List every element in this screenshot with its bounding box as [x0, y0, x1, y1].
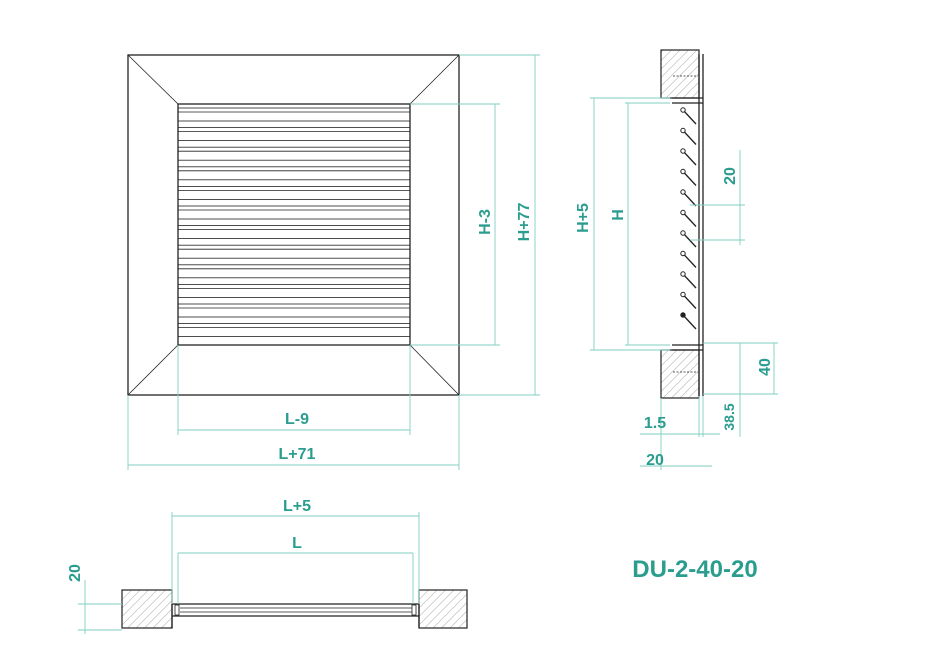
- front-blade: [177, 166, 411, 181]
- front-blades: [177, 107, 411, 338]
- side-blade-pivot: [680, 209, 686, 216]
- frame-bevel-tr: [409, 54, 460, 105]
- side-blade-pivot: [680, 189, 686, 195]
- side-blade: [682, 171, 697, 186]
- front-blade: [177, 205, 411, 220]
- front-blade: [177, 107, 411, 122]
- side-blade-pivot: [680, 250, 686, 257]
- wall-section-bottom: [660, 349, 700, 399]
- side-blade: [682, 273, 697, 289]
- front-blade: [177, 146, 411, 161]
- side-blade: [682, 232, 697, 248]
- side-blade-pivot: [680, 271, 686, 277]
- side-blade: [682, 253, 697, 268]
- front-dimensions: [127, 54, 540, 470]
- side-blade-pivot: [680, 312, 686, 318]
- dim-thickness: 1.5: [644, 415, 666, 432]
- wall-section-right: [418, 589, 468, 629]
- dim-outer-width: L+71: [279, 446, 316, 463]
- side-blade-pivot: [680, 127, 686, 134]
- dim-frame-depth: 38.5: [721, 403, 737, 430]
- side-blade-pivot: [680, 168, 686, 175]
- front-blade: [177, 283, 411, 298]
- bottom-view: [121, 589, 468, 629]
- side-blade: [682, 212, 697, 227]
- inner-opening: [177, 103, 411, 346]
- dim-opening-height: H+5: [575, 203, 592, 233]
- dim-width: L: [292, 535, 302, 552]
- front-blade: [177, 127, 411, 141]
- dim-inner-height: H-3: [477, 209, 494, 235]
- dim-depth: 20: [646, 452, 664, 469]
- frame-bevel-br: [409, 344, 460, 396]
- side-blade-pivot: [680, 230, 686, 236]
- front-blade: [177, 323, 411, 338]
- dim-blade-pitch: 20: [722, 167, 739, 185]
- front-blade: [177, 185, 411, 200]
- side-blade: [682, 191, 697, 207]
- outer-frame: [127, 54, 460, 396]
- front-blade: [177, 244, 411, 259]
- front-view: [127, 54, 460, 396]
- side-blade: [682, 294, 697, 309]
- dim-bottom-depth: 20: [67, 564, 84, 582]
- frame-bevel-bl: [127, 344, 179, 396]
- front-blade: [177, 303, 411, 318]
- front-blade: [177, 225, 411, 240]
- model-code: DU-2-40-20: [632, 556, 757, 583]
- side-blade: [682, 150, 697, 166]
- side-blade: [682, 314, 697, 330]
- screw-right: [411, 604, 417, 616]
- side-view: [660, 49, 704, 399]
- side-blades: [680, 107, 697, 330]
- bottom-dimensions: [78, 512, 420, 634]
- dim-outer-height: H+77: [516, 203, 533, 242]
- dim-flange: 40: [757, 358, 774, 376]
- wall-section-top: [660, 49, 700, 99]
- side-blade: [682, 109, 697, 125]
- dim-height: H: [610, 209, 627, 221]
- side-dimensions: [590, 97, 778, 470]
- front-blade: [177, 264, 411, 279]
- frame-bevel-tl: [127, 54, 179, 105]
- dim-inner-width: L-9: [285, 411, 309, 428]
- wall-section-left: [121, 589, 173, 629]
- dim-width-plus: L+5: [283, 498, 311, 515]
- side-blade: [682, 130, 697, 145]
- side-blade-pivot: [680, 107, 686, 113]
- side-blade-pivot: [680, 148, 686, 154]
- screw-left: [174, 604, 180, 616]
- side-blade-pivot: [680, 291, 686, 298]
